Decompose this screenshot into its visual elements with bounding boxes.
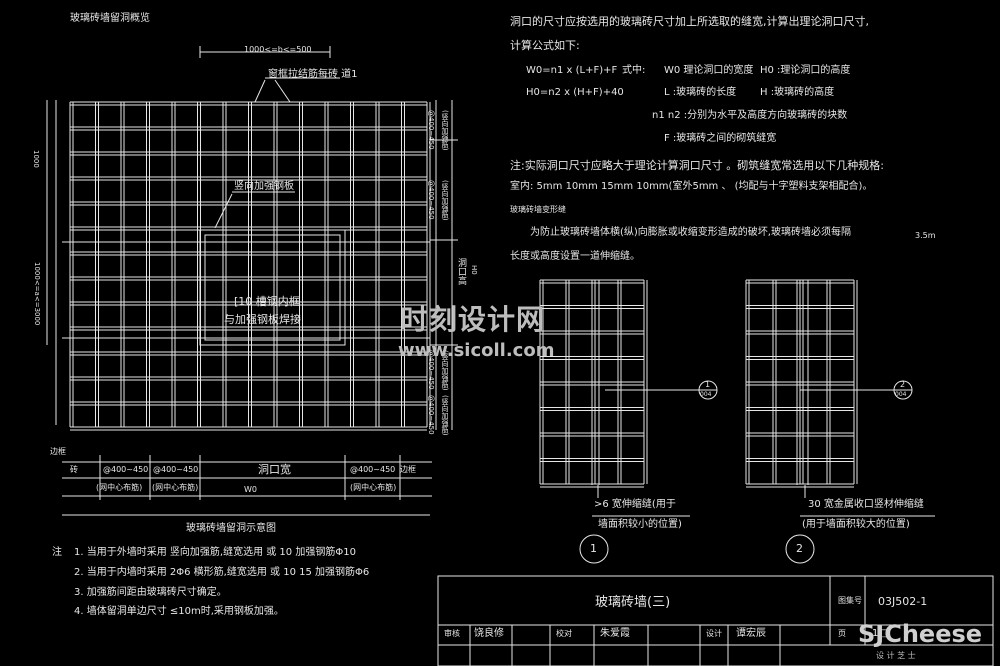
tb-design-label: 设计 — [706, 629, 722, 638]
watermark-brand-sub: 设 计 芝 士 — [876, 651, 916, 660]
detail-2-marker-ref: 004 — [895, 391, 907, 398]
elevation-caption: 玻璃砖墙留洞示意图 — [186, 523, 276, 534]
channel-frame-callout: [10 槽钢内框 — [234, 295, 300, 308]
deformation-spacing: 3.5m — [915, 231, 936, 240]
note-item: 1. 当用于外墙时采用 竖向加强筋,缝宽选用 或 10 加强钢筋Φ10 — [74, 547, 356, 558]
w0-label: W0 — [244, 485, 257, 494]
right-spacing-label: @400~450 — [427, 395, 435, 435]
tb-page-number: 1□ — [872, 628, 888, 639]
detail-1-label: >6 宽伸缩缝(用于 — [594, 499, 676, 510]
note-line: 注:实际洞口尺寸应略大于理论计算洞口尺寸 。砌筑缝宽常选用以下几种规格: — [510, 159, 884, 172]
drawing-annotations — [46, 46, 994, 666]
tb-checker: 朱爱霞 — [600, 628, 630, 639]
mesh-center-note: (网中心布筋) — [96, 483, 143, 492]
tb-check-label: 校对 — [556, 629, 572, 638]
formula-title: 计算公式如下: — [510, 39, 580, 52]
mesh-center-note: (网中心布筋) — [350, 483, 397, 492]
glass-block-grid-elevation — [69, 101, 431, 431]
detail-1-label: 墙面积较小的位置) — [598, 519, 682, 530]
def-h0: H0 :理论洞口的高度 — [760, 65, 851, 76]
right-spacing-note: (竖向加强筋) — [441, 180, 449, 221]
watermark-brand: SJCheese — [858, 620, 983, 648]
where-label: 式中: — [622, 65, 646, 76]
detail-2-marker-num: 2 — [900, 380, 906, 389]
right-spacing-label: @400~450 — [427, 180, 435, 220]
note-item: 2. 当用于内墙时采用 2Φ6 横形筋,缝宽选用 或 10 15 加强钢筋Φ6 — [74, 567, 370, 578]
deformation-title: 玻璃砖墙变形缝 — [510, 205, 566, 214]
right-spacing-note: (竖向加强筋) — [441, 395, 449, 436]
def-h: H :玻璃砖的高度 — [760, 87, 835, 98]
opening-height-label: 洞口高 — [456, 258, 466, 285]
right-spacing-label: @400~450 — [427, 350, 435, 390]
detail-1-marker-ref: 004 — [700, 391, 712, 398]
def-f: F :玻璃砖之间的砌筑缝宽 — [664, 133, 777, 144]
joint-sizes: 室内: 5mm 10mm 15mm 10mm(室外5mm 、 (均配与十字塑料支… — [510, 181, 873, 192]
spacing-label-1: @400~450 — [103, 465, 149, 474]
tb-review-label: 审核 — [444, 629, 460, 638]
deformation-text-2: 长度或高度设置一道伸缩缝。 — [510, 251, 640, 262]
top-span-dimension: 1000<=b<=500 — [244, 45, 312, 54]
atlas-label: 图集号 — [838, 596, 862, 605]
detail-1-grid — [539, 279, 648, 488]
mesh-center-note: (网中心布筋) — [152, 483, 199, 492]
detail-1-marker-num: 1 — [705, 380, 711, 389]
def-l: L :玻璃砖的长度 — [664, 87, 737, 98]
right-spacing-label: @400~450 — [427, 110, 435, 150]
channel-weld-callout: 与加强钢板焊接 — [224, 313, 301, 326]
formula-width: W0=n1 x (L+F)+F — [526, 65, 618, 76]
notes-title: 注 — [52, 547, 62, 558]
deformation-text-1: 为防止玻璃砖墙体横(纵)向膨胀或收缩变形造成的破坏,玻璃砖墙必须每隔 — [530, 227, 851, 238]
tb-page-label: 页 — [838, 629, 846, 638]
atlas-number: 03J502-1 — [878, 595, 928, 608]
formula-height: H0=n2 x (H+F)+40 — [526, 87, 624, 98]
left-height-range-dimension: 1000<=a<=3000 — [33, 262, 41, 326]
brick-label: 砖 — [70, 465, 78, 474]
watermark-site-url: www.sicoll.com — [398, 340, 555, 361]
tb-designer: 谭宏辰 — [736, 628, 766, 639]
spacing-label-2: @400~450 — [153, 465, 199, 474]
frame-tie-callout: 窗框拉结筋每砖 道1 — [268, 69, 358, 80]
left-panel-title: 玻璃砖墙留洞概览 — [70, 13, 150, 24]
spacing-label-3: @400~450 — [350, 465, 396, 474]
def-n: n1 n2 :分别为水平及高度方向玻璃砖的块数 — [652, 110, 848, 121]
right-spacing-note: (竖向加强筋) — [441, 350, 449, 391]
detail-2-grid — [745, 279, 858, 488]
note-item: 4. 墙体留洞单边尺寸 ≤10m时,采用钢板加强。 — [74, 606, 284, 617]
steel-plate-callout: 竖向加强钢板 — [234, 181, 294, 192]
detail-2-label: (用于墙面积较大的位置) — [802, 519, 910, 530]
def-w0: W0 理论洞口的宽度 — [664, 65, 754, 76]
note-item: 3. 加强筋间距由玻璃砖尺寸确定。 — [74, 587, 227, 598]
detail-1-circle-num: 1 — [590, 542, 597, 555]
right-spacing-note: (竖向加强筋) — [441, 110, 449, 151]
drawing-title: 玻璃砖墙(三) — [595, 595, 671, 610]
intro-text: 洞口的尺寸应按选用的玻璃砖尺寸加上所选取的缝宽,计算出理论洞口尺寸, — [510, 15, 869, 28]
left-height-dimension: 1000 — [32, 150, 40, 168]
detail-2-circle-num: 2 — [796, 542, 803, 555]
watermark-site-cn: 时刻设计网 — [400, 303, 546, 336]
tb-reviewer: 饶良修 — [474, 628, 504, 639]
h0-label: H0 — [470, 265, 478, 275]
detail-2-label: 30 宽金属收口竖材伸缩缝 — [808, 499, 924, 510]
opening-width-label: 洞口宽 — [258, 463, 291, 476]
edge-label-left: 边框 — [50, 447, 66, 456]
edge-label-right: 边框 — [400, 465, 416, 474]
